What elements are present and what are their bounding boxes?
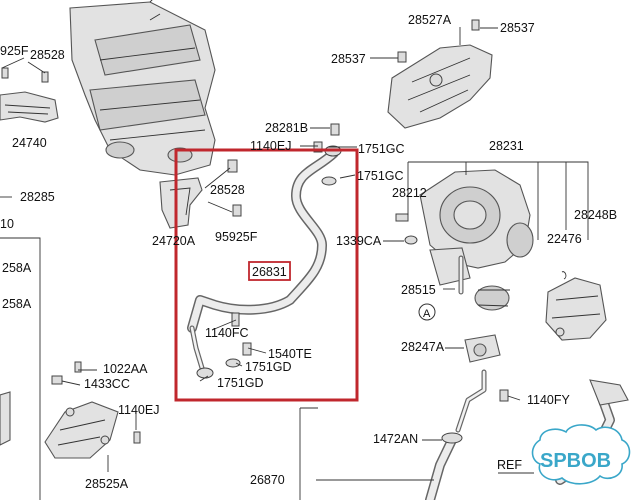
bolt-icon [232, 204, 242, 217]
bolt-icon [397, 51, 407, 63]
callout-1751gd: 1751GD [217, 376, 264, 390]
callout-258a: 258A [2, 261, 32, 275]
callout-1751gc: 1751GC [357, 169, 404, 183]
clamp-icon [441, 432, 463, 444]
callout-24720a: 24720A [152, 234, 196, 248]
bolt-icon [133, 431, 141, 444]
callout-28231: 28231 [489, 139, 524, 153]
washer-icon [51, 375, 63, 385]
washer-icon [225, 358, 241, 368]
callout-24740: 24740 [12, 136, 47, 150]
callout-28281b: 28281B [265, 121, 308, 135]
bolt-icon [1, 67, 9, 79]
callout-28537: 28537 [331, 52, 366, 66]
leader-line [0, 237, 41, 500]
callout-1540te: 1540TE [268, 347, 312, 361]
bolt-icon [330, 123, 340, 136]
callout-26831: 26831 [252, 265, 287, 279]
callout-1433cc: 1433CC [84, 377, 130, 391]
callout-28527a: 28527A [408, 13, 452, 27]
gasket-28247a [464, 334, 501, 363]
leader-lines [1, 27, 589, 500]
callout-28528: 28528 [210, 183, 245, 197]
callout-1022aa: 1022AA [103, 362, 148, 376]
callout-28537: 28537 [500, 21, 535, 35]
callout-28515: 28515 [401, 283, 436, 297]
callout-26870: 26870 [250, 473, 285, 487]
svg-text:SPBOB: SPBOB [540, 450, 611, 472]
callout-labels: 28527A 28537 28537 925F 28528 24740 2828… [0, 13, 617, 491]
callout-1140fc: 1140FC [205, 326, 249, 340]
turbo-heat-shield [387, 44, 493, 129]
callout-28248b: 28248B [574, 208, 617, 222]
callout-10: 10 [0, 217, 14, 231]
washer-icon [321, 176, 337, 186]
bolt-icon [395, 213, 409, 222]
hose-coupler [589, 379, 629, 406]
callout-1140fy: 1140FY [527, 393, 571, 407]
callout-1339ca: 1339CA [336, 234, 382, 248]
watermark-logo: SPBOB [531, 424, 631, 485]
callout-1751gd: 1751GD [245, 360, 292, 374]
bolt-icon [471, 19, 480, 31]
callout-925f: 925F [0, 44, 29, 58]
washer-icon [404, 235, 418, 245]
bolt-icon [227, 159, 238, 173]
bolt-icon [242, 342, 252, 356]
callout-a: A [423, 308, 431, 320]
callout-95925f: 95925F [215, 230, 258, 244]
reference-marker [418, 303, 436, 321]
catalytic-converter-drawing [69, 0, 216, 176]
heat-shield-28525a [44, 401, 119, 459]
callout-258a: 258A [2, 297, 32, 311]
callout-1140ej: 1140EJ [118, 403, 159, 417]
callout-28525a: 28525A [85, 477, 129, 491]
bolt-icon [41, 71, 49, 83]
bolt-icon [231, 312, 240, 327]
bolt-icon [313, 141, 323, 153]
callout-28528: 28528 [30, 48, 65, 62]
bolt-icon [499, 389, 509, 402]
callout-28285: 28285 [20, 190, 55, 204]
bracket-24720a [159, 177, 203, 229]
wastegate-actuator [545, 277, 607, 341]
oil-feed-pipe-26831 [187, 141, 342, 379]
callout-1472an: 1472AN [373, 432, 418, 446]
heat-shield-24740 [0, 91, 59, 123]
callout-28247a: 28247A [401, 340, 445, 354]
highlight-frame [174, 148, 359, 402]
highlight-label-box [248, 261, 291, 281]
turbocharger-drawing [419, 169, 534, 311]
callout-1751gc: 1751GC [358, 142, 405, 156]
partial-part [0, 391, 11, 446]
clip-icon [561, 271, 567, 280]
callout-ref: REF [497, 458, 522, 472]
callout-1140ej: 1140EJ [250, 139, 291, 153]
bolt-icon [74, 361, 82, 373]
callout-22476: 22476 [547, 232, 582, 246]
callout-28212: 28212 [392, 186, 427, 200]
